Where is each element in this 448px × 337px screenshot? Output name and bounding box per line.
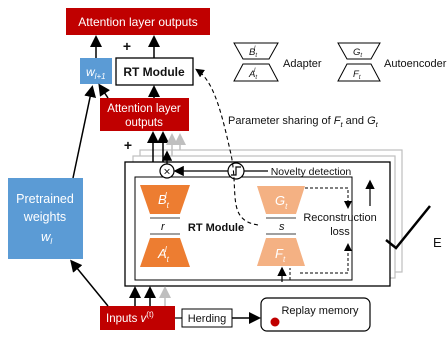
pretrained-label-1: Pretrained bbox=[16, 192, 74, 206]
arrow-mid-to-w bbox=[98, 83, 110, 99]
s-label: s bbox=[279, 221, 285, 233]
inputs-label: Inputs v(t) bbox=[106, 310, 154, 325]
autoencoder-F-block bbox=[257, 238, 305, 266]
legend-autoencoder-G: Gt bbox=[353, 47, 362, 59]
e-bracket bbox=[385, 205, 431, 250]
pretrained-weights-box bbox=[8, 178, 83, 259]
arrow-inputs-to-pretrained bbox=[70, 259, 109, 307]
legend-autoencoder-top bbox=[337, 42, 381, 60]
legend-autoencoder-F: Ft bbox=[353, 69, 361, 81]
legend-adapter-B: Btl bbox=[249, 46, 257, 59]
replay-memory-box bbox=[260, 297, 371, 332]
attention-top-label: Attention layer outputs bbox=[78, 15, 197, 29]
replay-memory-label: Replay memory bbox=[281, 305, 359, 317]
legend-adapter-bottom bbox=[233, 63, 279, 82]
r-label: r bbox=[161, 221, 166, 233]
inputs-box bbox=[100, 306, 175, 330]
adapter-A-label: Atl bbox=[157, 245, 170, 264]
step-function-glyph bbox=[231, 166, 241, 176]
pretrained-label-2: weights bbox=[23, 210, 66, 224]
parameter-sharing-label: Parameter sharing of Ft and Gt bbox=[228, 115, 379, 129]
plus-top: + bbox=[123, 38, 131, 54]
legend-adapter-label: Adapter bbox=[283, 58, 322, 70]
autoencoder-G-block bbox=[257, 186, 305, 214]
w-next-box bbox=[80, 58, 112, 84]
adapter-B-label: Btl bbox=[158, 191, 170, 210]
adapter-B-block bbox=[140, 185, 190, 214]
parameter-sharing-curve bbox=[195, 68, 259, 226]
attention-mid-label-1: Attention layer bbox=[107, 103, 181, 115]
autoencoder-F-label: Ft bbox=[275, 246, 286, 264]
w-next-label: wl+1 bbox=[86, 65, 106, 81]
reconstruction-label-2: loss bbox=[330, 226, 350, 238]
arrow-pretrained-to-w bbox=[72, 85, 97, 179]
record-icon bbox=[270, 317, 280, 327]
rt-module-top-box bbox=[115, 57, 194, 86]
legend-adapter-top bbox=[233, 42, 279, 60]
e-label: E bbox=[433, 235, 442, 250]
plus-mid: + bbox=[124, 137, 132, 153]
attention-top-box bbox=[66, 8, 210, 35]
autoencoder-G-label: Gt bbox=[275, 193, 288, 211]
dashed-input-to-recon bbox=[289, 245, 348, 280]
rt-module-top-label: RT Module bbox=[123, 65, 185, 79]
legend-adapter-A: Atl bbox=[248, 68, 257, 81]
multiply-symbol: × bbox=[163, 165, 170, 179]
attention-mid-box bbox=[100, 98, 189, 131]
herding-label: Herding bbox=[188, 313, 227, 325]
pretrained-label-3: wl bbox=[41, 229, 52, 246]
legend-autoencoder-label: Autoencoder bbox=[384, 58, 447, 70]
legend-autoencoder-bottom bbox=[337, 63, 381, 82]
attention-mid-label-2: outputs bbox=[125, 117, 163, 129]
reconstruction-label-1: Reconstruction bbox=[303, 212, 376, 224]
adapter-A-block bbox=[140, 238, 190, 267]
rt-module-inner-label: RT Module bbox=[188, 222, 244, 234]
novelty-detection-label: Novelty detection bbox=[271, 166, 352, 178]
dashed-G-to-recon bbox=[305, 187, 352, 209]
